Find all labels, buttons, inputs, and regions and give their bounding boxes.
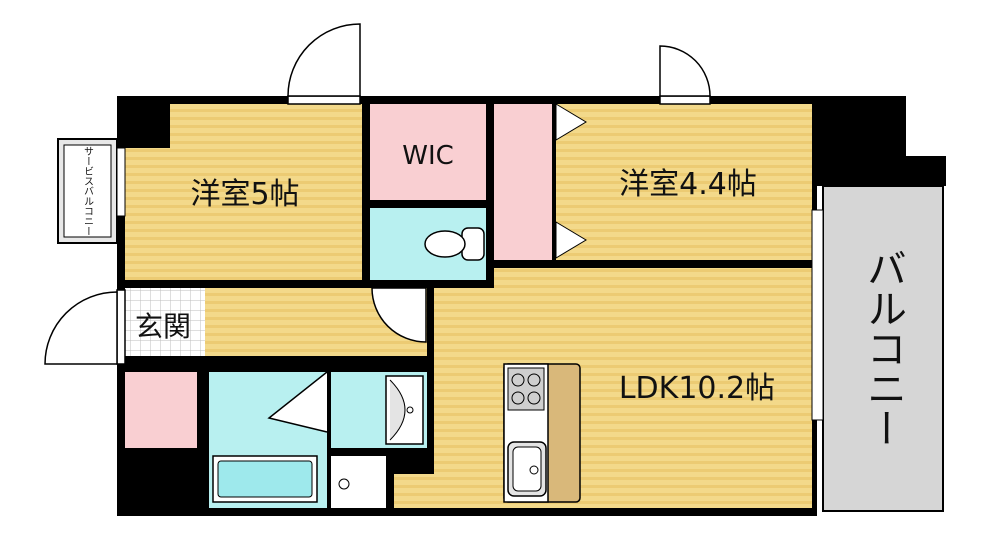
stove-icon — [507, 367, 545, 411]
washbasin-icon — [385, 375, 424, 445]
entrance-label: 玄関 — [135, 310, 191, 343]
interior-walls — [117, 104, 812, 516]
ldk-floor — [394, 268, 812, 508]
closet-room-2 — [494, 104, 552, 260]
toilet-icon — [424, 227, 485, 261]
wic-label: WIC — [402, 141, 454, 171]
western-room-2-floor — [556, 104, 812, 260]
shoe-storage — [125, 372, 197, 448]
western-room-1-label: 洋室5帖 — [190, 177, 299, 212]
western-room-1-notch — [117, 96, 170, 148]
balcony-label: バルコニー — [860, 248, 906, 448]
western-room-2-label: 洋室4.4帖 — [619, 167, 757, 202]
sink-icon — [507, 441, 547, 497]
entrance-floor — [125, 288, 205, 356]
bathtub-icon — [212, 455, 318, 503]
service-balcony-label: サービスバルコニー — [82, 146, 94, 236]
doors — [44, 23, 711, 365]
balcony-floor — [822, 185, 944, 512]
ldk-label: LDK10.2帖 — [619, 371, 775, 406]
